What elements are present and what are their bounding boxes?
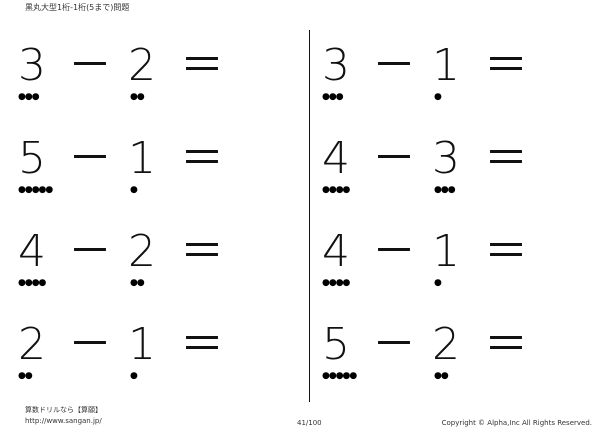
problem-item: 2 ●● － 1 ● ＝ <box>10 309 290 402</box>
page-title: 黒丸大型1桁-1桁(5まで)問題 <box>25 3 130 12</box>
problem-item: 4 ●●●● － 1 ● ＝ <box>314 216 594 309</box>
site-url-link[interactable]: http://www.sangan.jp/ <box>25 417 102 425</box>
subtrahend-digit: 1 <box>432 226 460 277</box>
minuend-dots: ●●●●● <box>18 185 53 195</box>
subtrahend-dots: ● <box>434 278 442 288</box>
minus-sign: － <box>68 319 112 370</box>
minus-sign: － <box>372 319 416 370</box>
minuend-dots: ●●●●● <box>322 371 357 381</box>
subtrahend-dots: ●● <box>130 92 145 102</box>
subtrahend-digit: 1 <box>432 40 460 91</box>
problem-item: 3 ●●● － 1 ● ＝ <box>314 30 594 123</box>
equals-sign: ＝ <box>180 319 224 370</box>
problem-column-left: 3 ●●● － 2 ●● ＝ 5 ●●●●● － 1 ● ＝ 4 ●●●● － … <box>10 30 290 402</box>
column-divider <box>309 30 310 402</box>
subtrahend-digit: 2 <box>432 319 460 370</box>
subtrahend-dots: ● <box>130 371 138 381</box>
minuend-dots: ●●●● <box>322 278 350 288</box>
subtrahend-digit: 3 <box>432 133 460 184</box>
subtrahend-digit: 2 <box>128 40 156 91</box>
equals-sign: ＝ <box>484 226 528 277</box>
equals-sign: ＝ <box>484 133 528 184</box>
equals-sign: ＝ <box>180 40 224 91</box>
problem-column-right: 3 ●●● － 1 ● ＝ 4 ●●●● － 3 ●●● ＝ 4 ●●●● － … <box>314 30 594 402</box>
subtrahend-dots: ● <box>434 92 442 102</box>
minuend-digit: 5 <box>18 133 46 184</box>
minuend-dots: ●●● <box>18 92 40 102</box>
problem-item: 4 ●●●● － 3 ●●● ＝ <box>314 123 594 216</box>
problem-item: 3 ●●● － 2 ●● ＝ <box>10 30 290 123</box>
equals-sign: ＝ <box>180 133 224 184</box>
problem-item: 5 ●●●●● － 2 ●● ＝ <box>314 309 594 402</box>
minuend-digit: 2 <box>18 319 46 370</box>
problem-item: 5 ●●●●● － 1 ● ＝ <box>10 123 290 216</box>
minuend-digit: 3 <box>18 40 46 91</box>
copyright-text: Copyright © Alpha,Inc All Rights Reserve… <box>441 419 592 427</box>
minus-sign: － <box>68 40 112 91</box>
minuend-dots: ●● <box>18 371 33 381</box>
subtrahend-digit: 1 <box>128 319 156 370</box>
equals-sign: ＝ <box>180 226 224 277</box>
minus-sign: － <box>68 133 112 184</box>
subtrahend-dots: ●● <box>130 278 145 288</box>
equals-sign: ＝ <box>484 319 528 370</box>
equals-sign: ＝ <box>484 40 528 91</box>
subtrahend-digit: 2 <box>128 226 156 277</box>
minuend-digit: 5 <box>322 319 350 370</box>
problem-item: 4 ●●●● － 2 ●● ＝ <box>10 216 290 309</box>
minuend-digit: 4 <box>322 226 350 277</box>
site-name: 算数ドリルなら【算願】 <box>25 406 102 414</box>
subtrahend-dots: ● <box>130 185 138 195</box>
subtrahend-dots: ●● <box>434 371 449 381</box>
minuend-dots: ●●●● <box>18 278 46 288</box>
page-number: 41/100 <box>297 419 322 427</box>
minuend-dots: ●●● <box>322 92 344 102</box>
minuend-digit: 4 <box>322 133 350 184</box>
subtrahend-dots: ●●● <box>434 185 456 195</box>
minus-sign: － <box>372 133 416 184</box>
minuend-digit: 4 <box>18 226 46 277</box>
footer-site: 算数ドリルなら【算願】 http://www.sangan.jp/ <box>25 405 102 427</box>
minus-sign: － <box>372 226 416 277</box>
subtrahend-digit: 1 <box>128 133 156 184</box>
minus-sign: － <box>372 40 416 91</box>
minuend-digit: 3 <box>322 40 350 91</box>
minuend-dots: ●●●● <box>322 185 350 195</box>
minus-sign: － <box>68 226 112 277</box>
